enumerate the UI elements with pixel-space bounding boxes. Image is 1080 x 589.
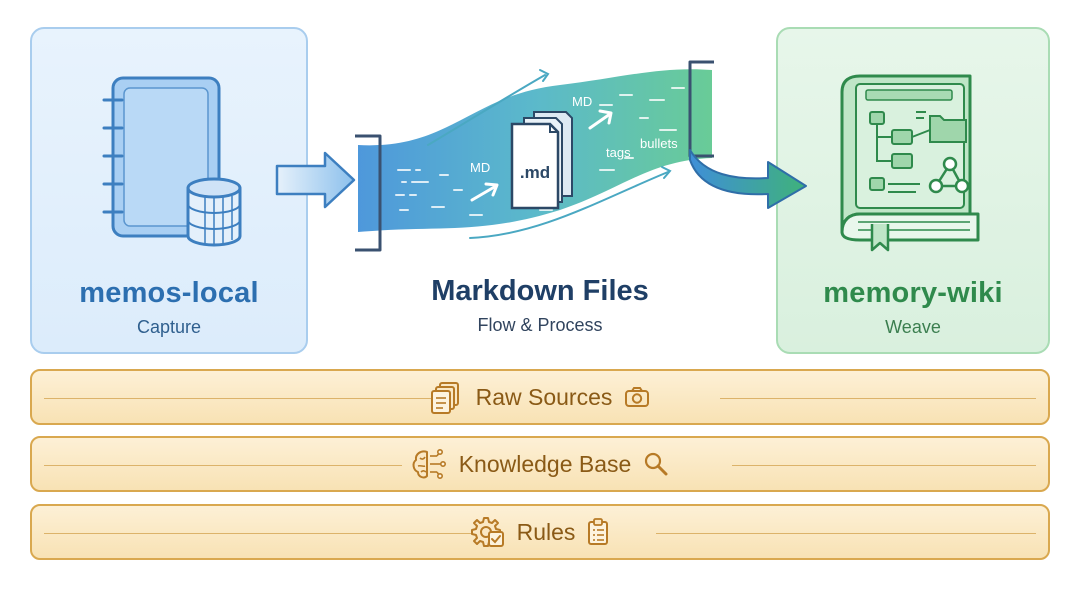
divider-line <box>720 398 1036 399</box>
camera-icon <box>624 386 650 408</box>
md-file-label: .md <box>520 163 550 182</box>
memory-wiki-subtitle: Weave <box>885 317 941 337</box>
wiki-book-icon <box>840 74 980 252</box>
markdown-files-subtitle: Flow & Process <box>477 315 603 335</box>
divider-line <box>44 398 436 399</box>
gear-check-icon <box>470 516 505 548</box>
database-icon <box>186 177 242 247</box>
md-label-top: MD <box>572 94 592 109</box>
markdown-file-icon <box>510 111 573 210</box>
documents-icon <box>430 380 464 414</box>
divider-line <box>656 533 1036 534</box>
divider-line <box>44 533 474 534</box>
raw-sources-layer: Raw Sources <box>30 369 1050 425</box>
rules-label: Rules <box>516 518 576 545</box>
brain-icon <box>411 448 447 480</box>
weave-arrow-icon <box>689 149 807 209</box>
memory-wiki-title: memory-wiki <box>823 277 1003 309</box>
bullets-label: bullets <box>640 136 678 151</box>
markdown-files-title: Markdown Files <box>431 275 649 307</box>
memos-local-title: memos-local <box>79 277 259 309</box>
memos-local-subtitle: Capture <box>136 317 202 337</box>
divider-line <box>44 465 402 466</box>
capture-arrow-icon <box>275 151 356 209</box>
md-label-left: MD <box>470 160 490 175</box>
knowledge-base-label: Knowledge Base <box>458 450 632 477</box>
divider-line <box>732 465 1036 466</box>
magnifier-icon <box>643 451 669 477</box>
flow-diagram: MD MD .md tags bullets <box>102 60 980 252</box>
raw-sources-label: Raw Sources <box>475 383 613 410</box>
clipboard-icon <box>587 518 609 546</box>
knowledge-base-layer: Knowledge Base <box>30 436 1050 492</box>
tags-label: tags <box>606 145 631 160</box>
rules-layer: Rules <box>30 504 1050 560</box>
